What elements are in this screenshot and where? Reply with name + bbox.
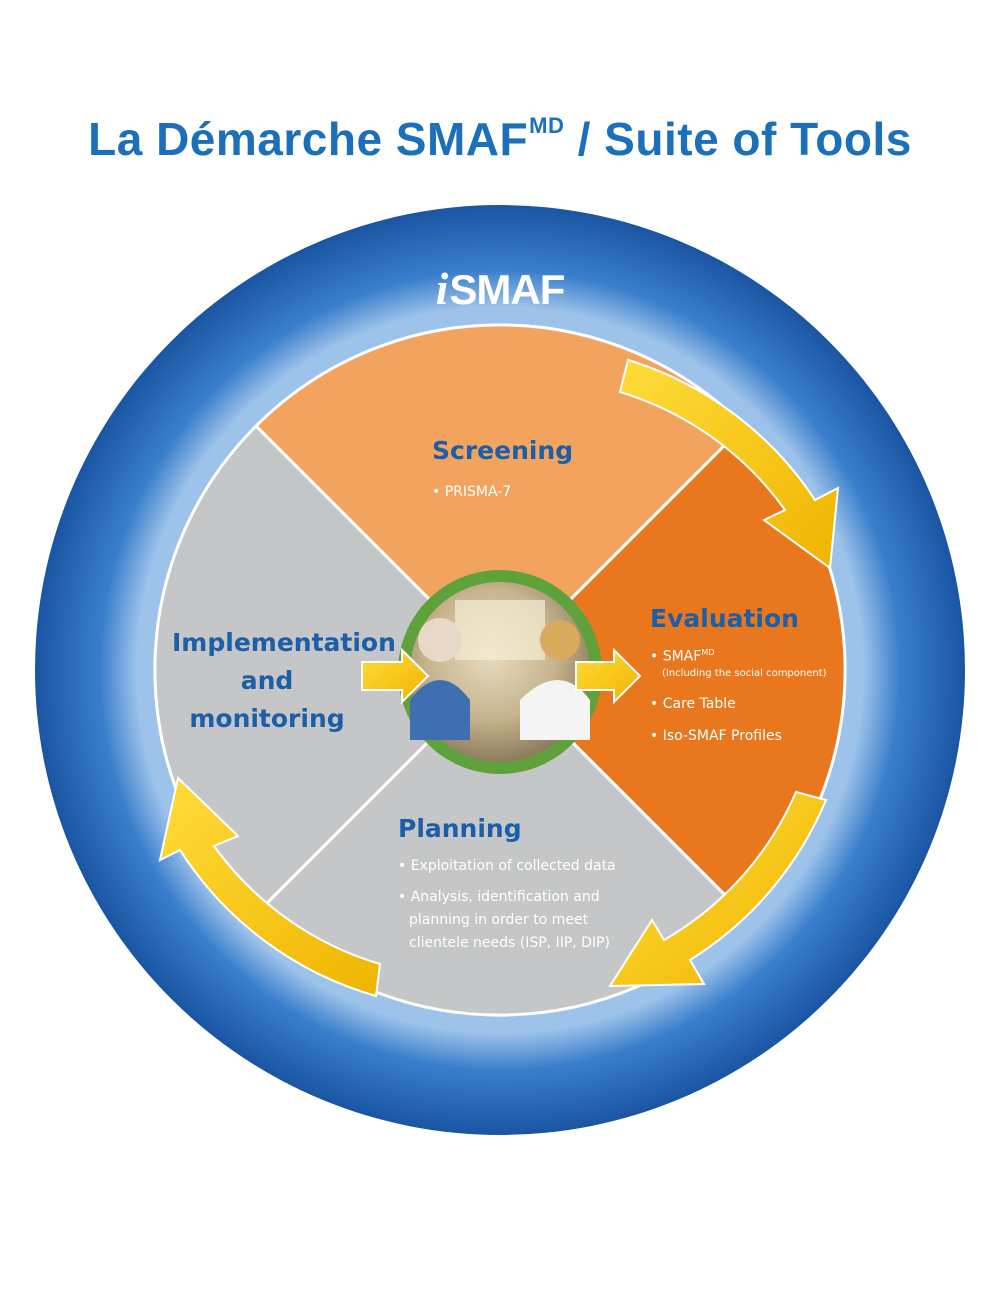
cycle-arrow-icon [608, 790, 828, 988]
planning-item-2-line2: planning in order to meet [409, 912, 589, 928]
cycle-arrow-icon [158, 776, 382, 998]
screening-heading: Screening [432, 436, 574, 465]
inward-arrow-icon [575, 647, 642, 705]
evaluation-smaf: • SMAFMD [650, 648, 715, 665]
photo-window [455, 600, 545, 660]
planning-item-2-line3: clientele needs (ISP, IIP, DIP) [409, 935, 610, 951]
cycle-arrow-icon [618, 358, 840, 570]
screening-item: • PRISMA-7 [432, 484, 512, 500]
photo-person-right [540, 620, 580, 660]
brand-logo: iSMAF [435, 263, 566, 314]
inward-arrow-icon [361, 647, 430, 705]
page-title: La Démarche SMAFMD / Suite of Tools [88, 113, 912, 165]
implementation-heading: Implementation and monitoring [172, 628, 396, 733]
sector-screening [253, 323, 747, 673]
evaluation-heading: Evaluation [650, 604, 799, 633]
evaluation-item-care-table: • Care Table [650, 696, 736, 712]
photo-bib [410, 680, 470, 740]
photo-person-left [418, 618, 462, 662]
photo-coat [520, 680, 590, 740]
planning-heading: Planning [398, 814, 522, 843]
evaluation-item-iso-smaf: • Iso-SMAF Profiles [650, 728, 782, 744]
planning-item-1: • Exploitation of collected data [398, 858, 616, 874]
planning-item-2: • Analysis, identification and [398, 889, 600, 905]
evaluation-smaf-note: (Including the social component) [662, 668, 827, 679]
